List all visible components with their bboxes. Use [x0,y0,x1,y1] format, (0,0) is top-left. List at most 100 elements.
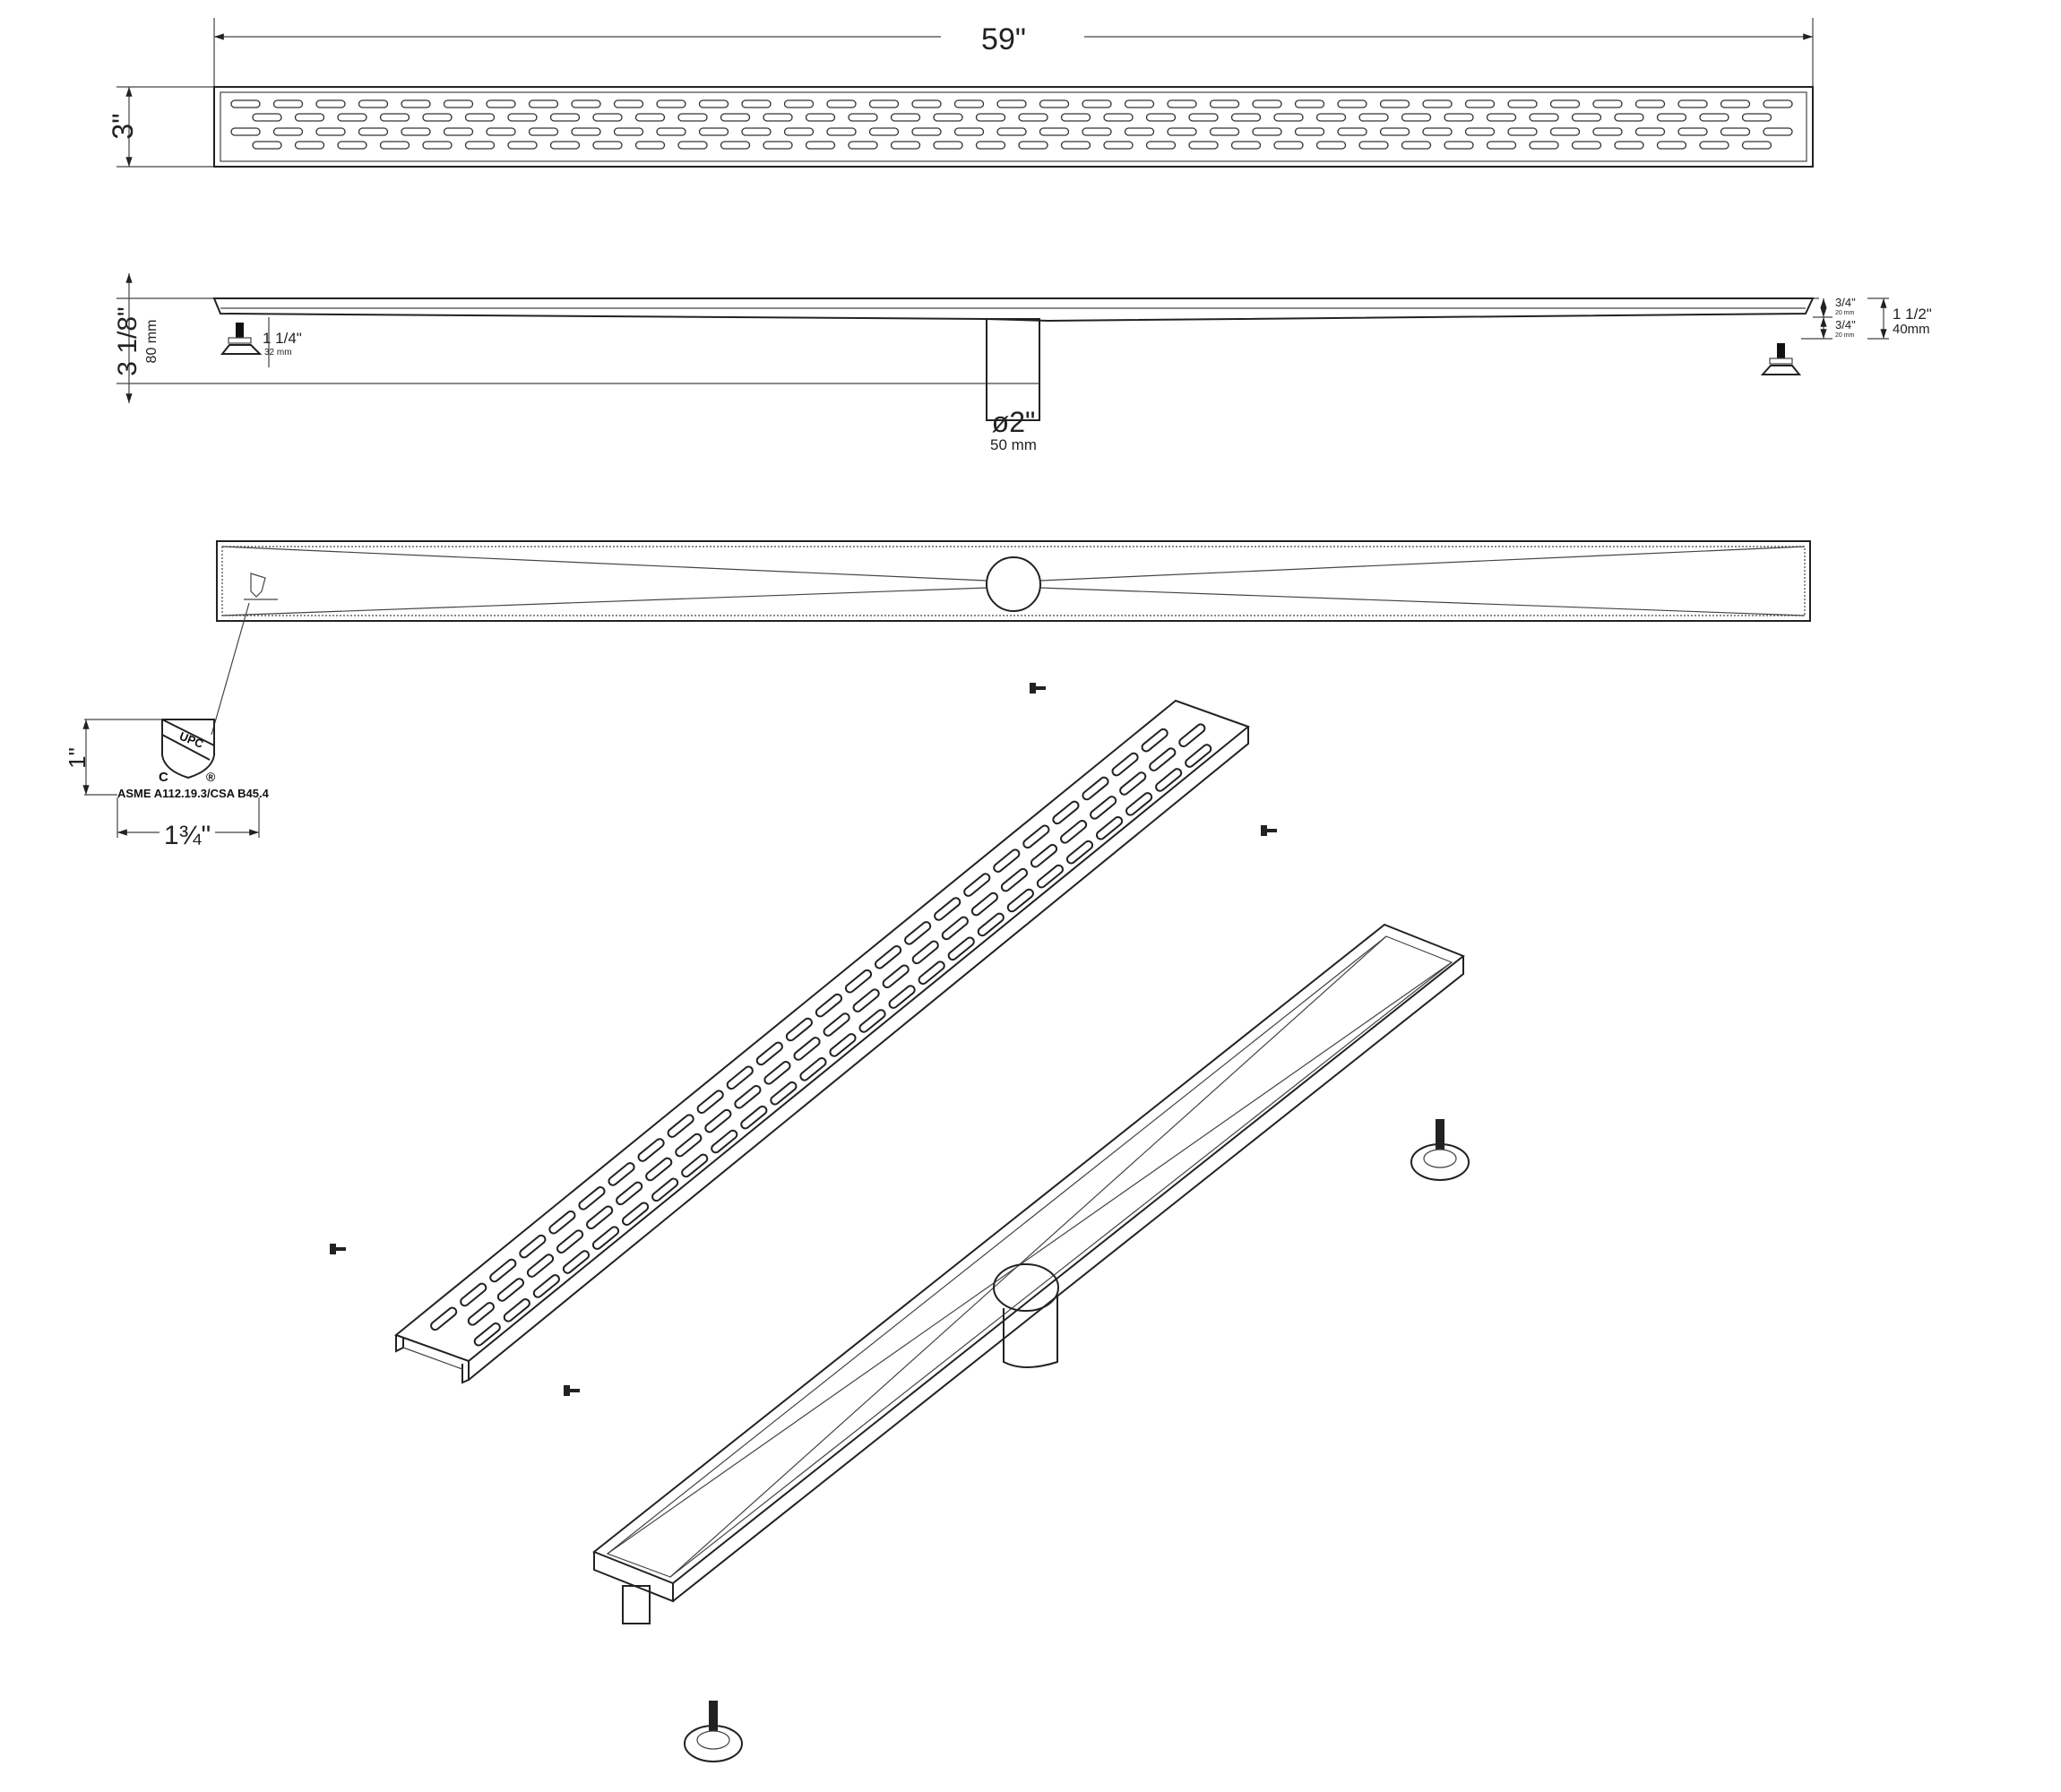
slot [252,141,282,150]
standard-label: ASME A112.19.3/CSA B45.4 [117,787,270,800]
slot [1294,127,1325,136]
slot [1167,127,1197,136]
slot [1529,113,1559,122]
slot [486,127,516,136]
slot-inner [884,966,908,987]
slot-inner [846,970,871,992]
slot [294,113,325,122]
slot-inner [801,1059,825,1080]
slot [571,99,601,108]
slot [1358,141,1389,150]
slot-inner [683,1155,707,1176]
slot [1741,113,1772,122]
slot [826,99,857,108]
slot [422,113,453,122]
slot-inner [1097,817,1122,839]
slot [230,127,261,136]
slot [975,141,1006,150]
slot [401,99,431,108]
slot-inner [668,1116,693,1136]
slot [294,141,325,150]
slot [720,141,751,150]
slot-inner [475,1323,499,1345]
slot [1444,141,1474,150]
slot-inner [919,962,944,983]
slot [592,141,623,150]
slot [763,141,793,150]
slot [464,141,496,150]
slot [783,99,815,108]
slot-inner [469,1304,493,1324]
leveling-foot-left [220,317,270,367]
slot [1401,113,1432,122]
top-view: 59" 3" [107,18,1814,168]
slot-inner [564,1252,589,1272]
slot-inner [550,1211,574,1233]
slot-inner [504,1300,529,1321]
slot [677,141,708,150]
slot-inner [1062,822,1086,842]
slot [1315,113,1347,122]
total-label: 1 1/2" [1893,306,1932,323]
slot-inner [979,914,1003,935]
slot [1549,127,1581,136]
slot [1656,141,1687,150]
slot-inner [913,942,937,963]
slot-inner [906,923,930,943]
side-view: 3 1/8" 80 mm ø2" 50 mm 1 1/4" 32 mm 3/4"… [113,273,1932,453]
slot-inner [860,1011,884,1031]
slot [868,99,900,108]
total-mm: 40mm [1893,322,1930,337]
slot [783,127,815,136]
slot [592,113,623,122]
width-label: 3" [107,113,139,139]
slot [315,127,346,136]
slot-inner [706,1110,730,1132]
reg-mark: ® [206,770,216,784]
slot [1273,113,1304,122]
slot [763,113,793,122]
slot [549,113,581,122]
slot [1677,99,1708,108]
slot-inner [728,1067,752,1089]
slot [337,113,367,122]
slot [953,99,985,108]
slot [1124,127,1155,136]
slot [1167,99,1197,108]
slot-inner [854,990,878,1011]
slot [805,113,836,122]
slot-inner [890,986,914,1007]
slot [933,141,963,150]
slot-inner [787,1019,811,1040]
slot-inner [876,947,901,968]
slot-inner [617,1183,642,1204]
slot [996,127,1027,136]
slot [252,113,282,122]
channel-isometric [592,923,1465,1624]
slot [1252,127,1282,136]
slot [443,127,474,136]
slot [911,99,942,108]
slot-inner [1083,778,1108,799]
slot [1230,113,1262,122]
slot [848,141,878,150]
slot [698,127,729,136]
slot-inner [1091,797,1116,818]
slot [571,127,601,136]
slot-inner [498,1279,522,1300]
slot [379,113,410,122]
slot [1571,141,1602,150]
slot [1720,127,1751,136]
slot-inner [1113,754,1137,775]
slot [613,127,644,136]
slot [698,99,729,108]
slot-inner [995,850,1019,871]
slot [1188,113,1219,122]
slot-inner [1067,841,1092,863]
slot-inner [1143,729,1167,751]
slot-inner [1024,826,1048,848]
slot [1507,99,1538,108]
slot [528,127,559,136]
slot [720,113,751,122]
